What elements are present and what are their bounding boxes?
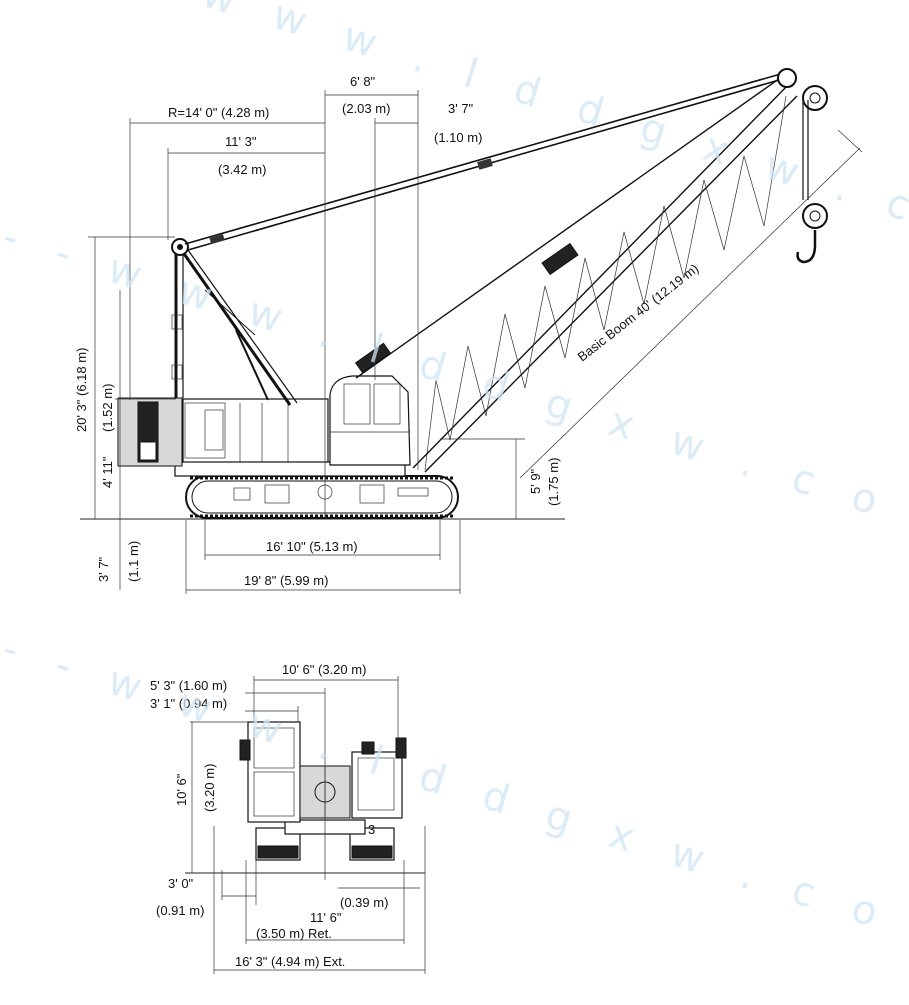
dim-ext-16-3: 16' 3" (4.94 m) Ext. [235, 954, 345, 969]
dim-boom: Basic Boom 40' (12.19 m) [575, 261, 702, 365]
gantry [171, 238, 298, 406]
dim-height-total: 20' 3" (6.18 m) [74, 348, 89, 432]
dim-below-1-1: (1.1 m) [126, 541, 141, 582]
upper-structure [117, 375, 411, 477]
dim-height-10-6: 10' 6" [174, 773, 189, 806]
lattice-boom [354, 68, 828, 473]
dim-ground-0-91: (0.91 m) [156, 903, 204, 918]
watermark-3: - - w w w . l d d g x w . c o m - - - - … [0, 626, 909, 1000]
dim-track-length: 16' 10" (5.13 m) [266, 539, 358, 554]
dim-width-3-1: 3' 1" (0.94 m) [150, 696, 227, 711]
dim-radius: R=14' 0" (4.28 m) [168, 105, 269, 120]
pendant-lines [184, 72, 787, 251]
dim-small-3: 3 [368, 822, 375, 837]
dim-11-3: 11' 3" [225, 134, 257, 149]
dim-offset-0-39: (0.39 m) [340, 895, 388, 910]
side-dimension-lines [88, 90, 863, 594]
dim-4-11: 4' 11" [100, 456, 115, 488]
dim-5-9: 5' 9" [528, 468, 543, 494]
hook-block [796, 100, 828, 264]
dim-overall-length: 19' 8" (5.99 m) [244, 573, 328, 588]
crawler-track [185, 475, 459, 519]
dim-ret-3-50: (3.50 m) Ret. [256, 926, 332, 941]
dim-below-3-7: 3' 7" [96, 556, 111, 582]
dim-6-8: 6' 8" [350, 74, 376, 89]
dim-height-3-20: (3.20 m) [202, 764, 217, 812]
dim-3-42: (3.42 m) [218, 162, 266, 177]
dim-width-5-3: 5' 3" (1.60 m) [150, 678, 227, 693]
dim-1-52: (1.52 m) [100, 384, 115, 432]
dim-ground-3-0: 3' 0" [168, 876, 194, 891]
rear-view: 10' 6" (3.20 m) 5' 3" (1.60 m) 3' 1" (0.… [150, 662, 426, 974]
dim-1-75: (1.75 m) [546, 458, 561, 506]
dim-ret-11-6: 11' 6" [310, 910, 342, 925]
dim-3-7: 3' 7" [448, 101, 474, 116]
dim-2-03: (2.03 m) [342, 101, 390, 116]
dim-width-10-6: 10' 6" (3.20 m) [282, 662, 366, 677]
dim-1-10: (1.10 m) [434, 130, 482, 145]
